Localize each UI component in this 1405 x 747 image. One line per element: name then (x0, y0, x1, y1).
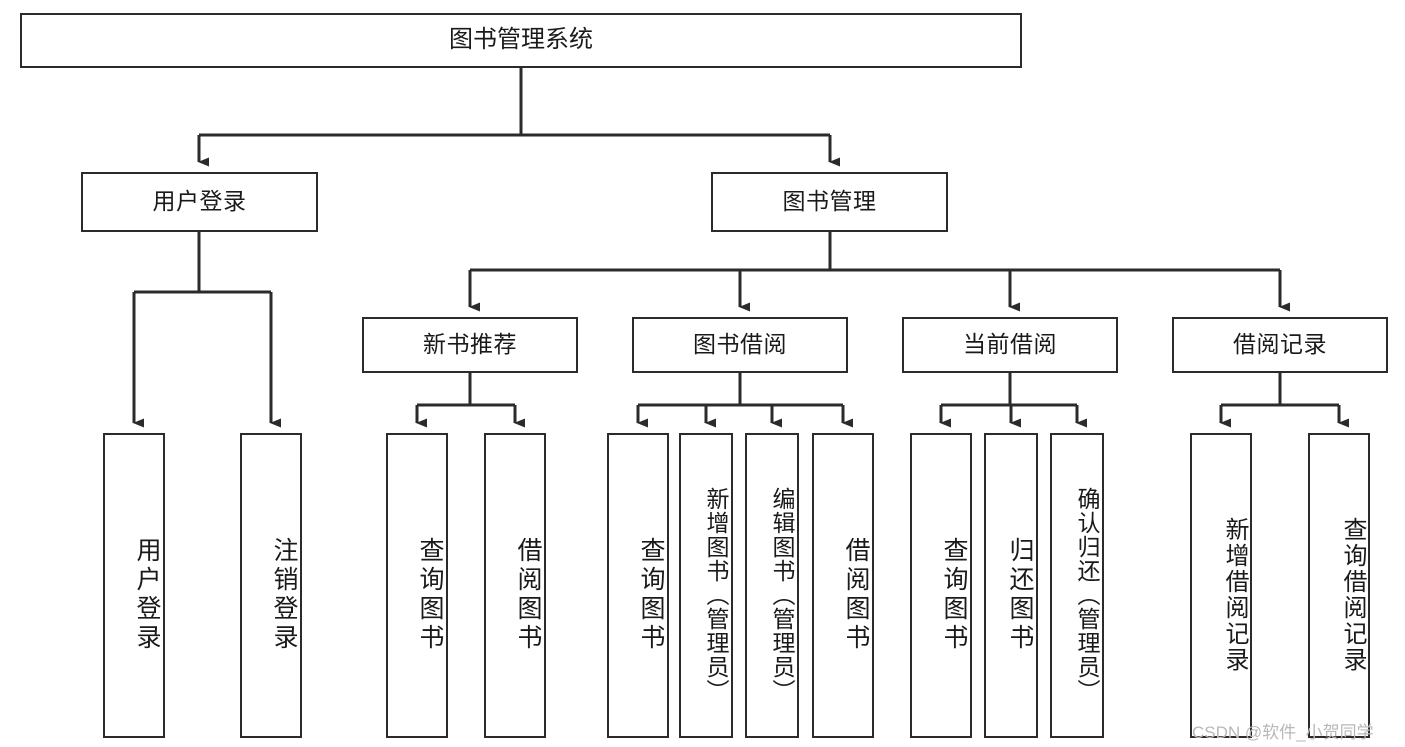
csdn-watermark: CSDN @软件_小贺同学 (1192, 718, 1374, 743)
leaf-current-return-book-label: 归还图书 (1006, 536, 1034, 653)
leaf-record-add-record-label: 新增借阅记录 (1221, 516, 1248, 673)
node-user-login-label: 用户登录 (152, 188, 247, 215)
leaf-borrow-borrow-book[interactable]: 借阅图书 (812, 433, 874, 738)
node-current-borrow[interactable]: 当前借阅 (902, 317, 1118, 373)
node-new-book-recommend-label: 新书推荐 (423, 331, 517, 358)
leaf-borrow-query-book-label: 查询图书 (637, 536, 665, 653)
node-borrow-record[interactable]: 借阅记录 (1172, 317, 1388, 373)
leaf-borrow-query-book[interactable]: 查询图书 (607, 433, 669, 738)
leaf-borrow-edit-book-admin-label: 编辑图书（管理员） (769, 486, 795, 703)
leaf-current-query-book[interactable]: 查询图书 (910, 433, 972, 738)
leaf-borrow-add-book-admin[interactable]: 新增图书（管理员） (679, 433, 733, 738)
leaf-newbook-borrow-book[interactable]: 借阅图书 (484, 433, 546, 738)
leaf-record-add-record[interactable]: 新增借阅记录 (1190, 433, 1252, 738)
leaf-borrow-add-book-admin-label: 新增图书（管理员） (703, 486, 729, 703)
leaf-current-confirm-return-admin-label: 确认归还（管理员） (1074, 486, 1100, 703)
node-root-label: 图书管理系统 (449, 26, 593, 54)
leaf-current-query-book-label: 查询图书 (940, 536, 968, 653)
csdn-watermark-text: CSDN @软件_小贺同学 (1192, 723, 1374, 742)
node-book-management-label: 图书管理 (782, 188, 877, 215)
node-book-borrow[interactable]: 图书借阅 (632, 317, 848, 373)
leaf-current-return-book[interactable]: 归还图书 (984, 433, 1038, 738)
node-book-management[interactable]: 图书管理 (711, 172, 948, 232)
leaf-record-query-record-label: 查询借阅记录 (1339, 516, 1366, 673)
node-book-borrow-label: 图书借阅 (693, 331, 787, 358)
leaf-borrow-borrow-book-label: 借阅图书 (842, 536, 870, 653)
leaf-record-query-record[interactable]: 查询借阅记录 (1308, 433, 1370, 738)
leaf-current-confirm-return-admin[interactable]: 确认归还（管理员） (1050, 433, 1104, 738)
leaf-newbook-query-book[interactable]: 查询图书 (386, 433, 448, 738)
leaf-newbook-query-book-label: 查询图书 (416, 536, 444, 653)
leaf-user-login-label: 用户登录 (133, 536, 161, 653)
node-borrow-record-label: 借阅记录 (1233, 331, 1327, 358)
node-current-borrow-label: 当前借阅 (963, 331, 1057, 358)
leaf-borrow-edit-book-admin[interactable]: 编辑图书（管理员） (745, 433, 799, 738)
leaf-user-login[interactable]: 用户登录 (103, 433, 165, 738)
node-user-login[interactable]: 用户登录 (81, 172, 318, 232)
leaf-user-logout-label: 注销登录 (270, 536, 298, 653)
leaf-user-logout[interactable]: 注销登录 (240, 433, 302, 738)
node-new-book-recommend[interactable]: 新书推荐 (362, 317, 578, 373)
leaf-newbook-borrow-book-label: 借阅图书 (514, 536, 542, 653)
node-root-system[interactable]: 图书管理系统 (20, 13, 1022, 68)
